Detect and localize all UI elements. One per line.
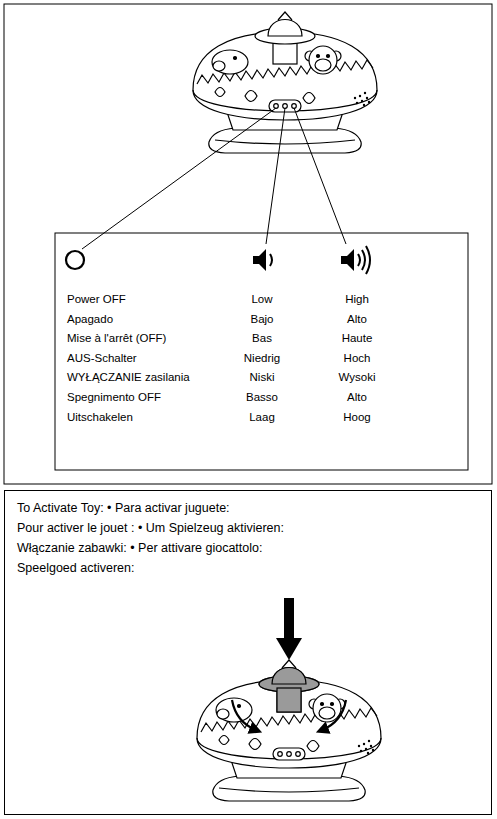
toy-drawing: [197, 660, 381, 801]
leader-line: [294, 108, 346, 244]
speaker-icon: [341, 249, 354, 271]
sound-wave: [358, 254, 360, 266]
leader-line: [82, 108, 276, 249]
table-cell: Bajo: [250, 312, 273, 326]
down-arrow: [276, 598, 302, 660]
table-cell: Niski: [250, 370, 275, 384]
table-cell: Power OFF: [67, 292, 126, 306]
arrow-head: [276, 638, 302, 660]
toy-drawing: [193, 12, 377, 153]
arrow-shaft: [284, 598, 294, 640]
table-cell: Low: [251, 292, 272, 306]
table-cell: Apagado: [67, 312, 113, 326]
instruction-text: Speelgoed activeren:: [17, 558, 481, 578]
sound-wave: [270, 254, 272, 266]
top-panel: [4, 4, 492, 484]
table-cell: Alto: [347, 312, 367, 326]
table-cell: Hoog: [343, 410, 371, 424]
high-volume-symbol: [341, 246, 370, 274]
rotate-arrow: [322, 700, 346, 730]
instruction-panel: To Activate Toy: • Para activar juguete:…: [4, 490, 492, 815]
table-cell: Mise à l'arrêt (OFF): [67, 331, 166, 345]
sound-wave: [362, 250, 365, 270]
table-cell: Hoch: [344, 351, 371, 365]
power-off-symbol: [66, 251, 84, 269]
leader-lines: [82, 108, 346, 249]
table-cell: Alto: [347, 390, 367, 404]
table-cell: Uitschakelen: [67, 410, 133, 424]
speaker-icon: [253, 249, 266, 271]
table-cell: Spegnimento OFF: [67, 390, 161, 404]
legend-box: [55, 233, 468, 470]
table-cell: WYŁĄCZANIE zasilania: [67, 370, 190, 384]
top-post: [277, 688, 301, 712]
table-cell: High: [345, 292, 369, 306]
low-volume-symbol: [253, 249, 272, 271]
sound-wave: [366, 246, 370, 274]
table-cell: Bas: [252, 331, 272, 345]
table-cell: Basso: [246, 390, 278, 404]
leader-line: [266, 108, 285, 244]
rotate-arrow: [232, 700, 256, 730]
instruction-text: Pour activer le jouet : • Um Spielzeug a…: [17, 518, 481, 538]
instruction-text: Włączanie zabawki: • Per attivare giocat…: [17, 538, 481, 558]
table-cell: Laag: [249, 410, 275, 424]
top-cap: [272, 668, 306, 685]
instruction-text: To Activate Toy: • Para activar juguete:: [17, 498, 481, 518]
table-cell: Haute: [342, 331, 373, 345]
grey-top: [259, 668, 319, 713]
table-cell: Wysoki: [339, 370, 376, 384]
table-cell: AUS-Schalter: [67, 351, 137, 365]
table-cell: Niedrig: [244, 351, 280, 365]
